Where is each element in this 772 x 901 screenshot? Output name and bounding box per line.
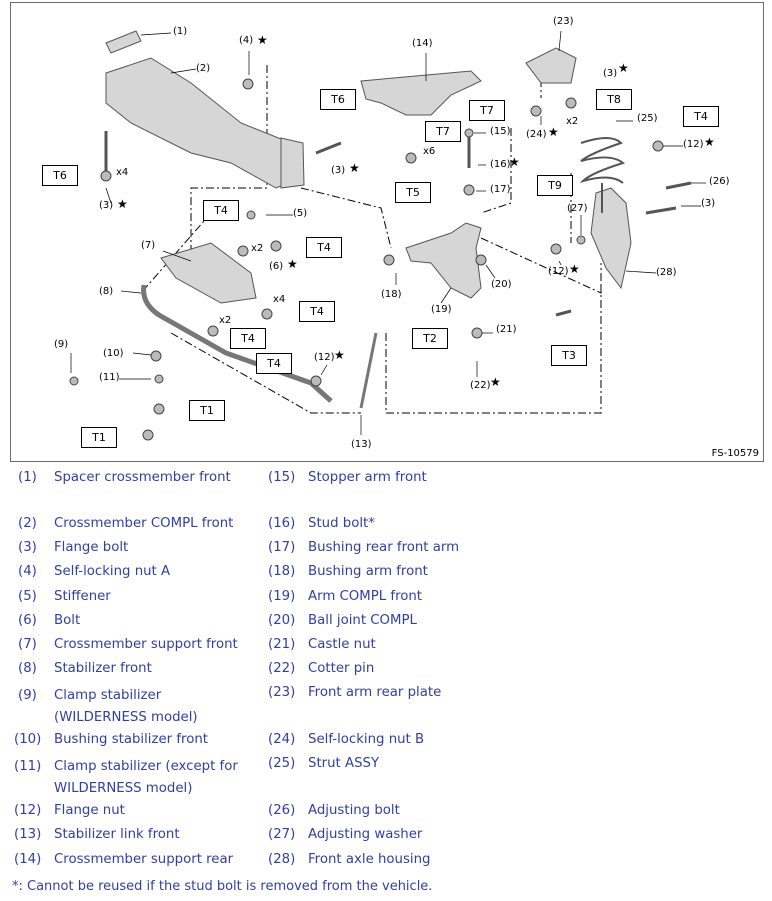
- callout-12-right: (12): [683, 139, 704, 150]
- callout-9: (9): [54, 339, 69, 350]
- torque-label-t5: T5: [395, 182, 431, 203]
- callout-11: (11): [99, 372, 120, 383]
- torque-label-t7: T7: [425, 121, 461, 142]
- callout-17: (17): [490, 184, 511, 195]
- callout-15: (15): [490, 126, 511, 137]
- qty-x4: x4: [116, 167, 129, 178]
- diagram-drawing: [69, 30, 706, 441]
- callout-2: (2): [196, 63, 211, 74]
- torque-label-t4: T4: [203, 200, 239, 221]
- star-mark: ★: [287, 257, 298, 271]
- star-mark: ★: [490, 375, 501, 389]
- qty-x2: x2: [566, 116, 579, 127]
- footnote: *: Cannot be reused if the stud bolt is …: [12, 879, 433, 894]
- callout-25: (25): [637, 113, 658, 124]
- star-mark: ★: [569, 262, 580, 276]
- torque-label-t4: T4: [306, 237, 342, 258]
- torque-label-t4: T4: [683, 106, 719, 127]
- torque-label-t6: T6: [42, 165, 78, 186]
- star-mark: ★: [257, 33, 268, 47]
- callout-3-mid: (3): [331, 165, 346, 176]
- callout-27: (27): [567, 203, 588, 214]
- torque-label-t1: T1: [189, 400, 225, 421]
- torque-label-t7: T7: [469, 100, 505, 121]
- torque-label-t3: T3: [551, 345, 587, 366]
- torque-label-t1: T1: [81, 427, 117, 448]
- callout-6: (6): [269, 261, 284, 272]
- callout-16: (16): [490, 159, 511, 170]
- star-mark: ★: [704, 135, 715, 149]
- callout-13: (13): [351, 439, 372, 450]
- callout-4: (4): [239, 35, 254, 46]
- callout-3-right: (3): [603, 68, 618, 79]
- exploded-diagram: (1) (2) (4) ★ (3) ★ x4 (3) ★ (5) x2 (6) …: [10, 2, 764, 462]
- torque-label-t2: T2: [412, 328, 448, 349]
- qty-x2: x2: [251, 243, 264, 254]
- torque-label-t9: T9: [537, 175, 573, 196]
- star-mark: ★: [349, 161, 360, 175]
- callout-12: (12): [314, 352, 335, 363]
- torque-label-t4: T4: [256, 353, 292, 374]
- callout-3-far-right: (3): [701, 198, 716, 209]
- callout-5: (5): [293, 208, 308, 219]
- callout-22: (22): [470, 380, 491, 391]
- torque-label-t8: T8: [596, 89, 632, 110]
- callout-10: (10): [103, 348, 124, 359]
- callout-7: (7): [141, 240, 156, 251]
- callout-3-left: (3): [99, 200, 114, 211]
- figure-id: FS-10579: [711, 448, 759, 459]
- callout-14: (14): [412, 38, 433, 49]
- callout-18: (18): [381, 289, 402, 300]
- callout-20: (20): [491, 279, 512, 290]
- star-mark: ★: [548, 125, 559, 139]
- callout-19: (19): [431, 304, 452, 315]
- torque-label-t4: T4: [230, 328, 266, 349]
- torque-label-t6: T6: [320, 89, 356, 110]
- callout-12-knuckle: (12): [548, 266, 569, 277]
- star-mark: ★: [509, 155, 520, 169]
- callout-1: (1): [173, 26, 188, 37]
- star-mark: ★: [618, 61, 629, 75]
- callout-8: (8): [99, 286, 114, 297]
- qty-x4: x4: [273, 294, 286, 305]
- torque-label-t4: T4: [299, 301, 335, 322]
- callout-26: (26): [709, 176, 730, 187]
- callout-28: (28): [656, 267, 677, 278]
- callout-24: (24): [526, 129, 547, 140]
- star-mark: ★: [117, 197, 128, 211]
- qty-x2: x2: [219, 315, 232, 326]
- star-mark: ★: [334, 348, 345, 362]
- qty-x6: x6: [423, 146, 436, 157]
- callout-21: (21): [496, 324, 517, 335]
- callout-23: (23): [553, 16, 574, 27]
